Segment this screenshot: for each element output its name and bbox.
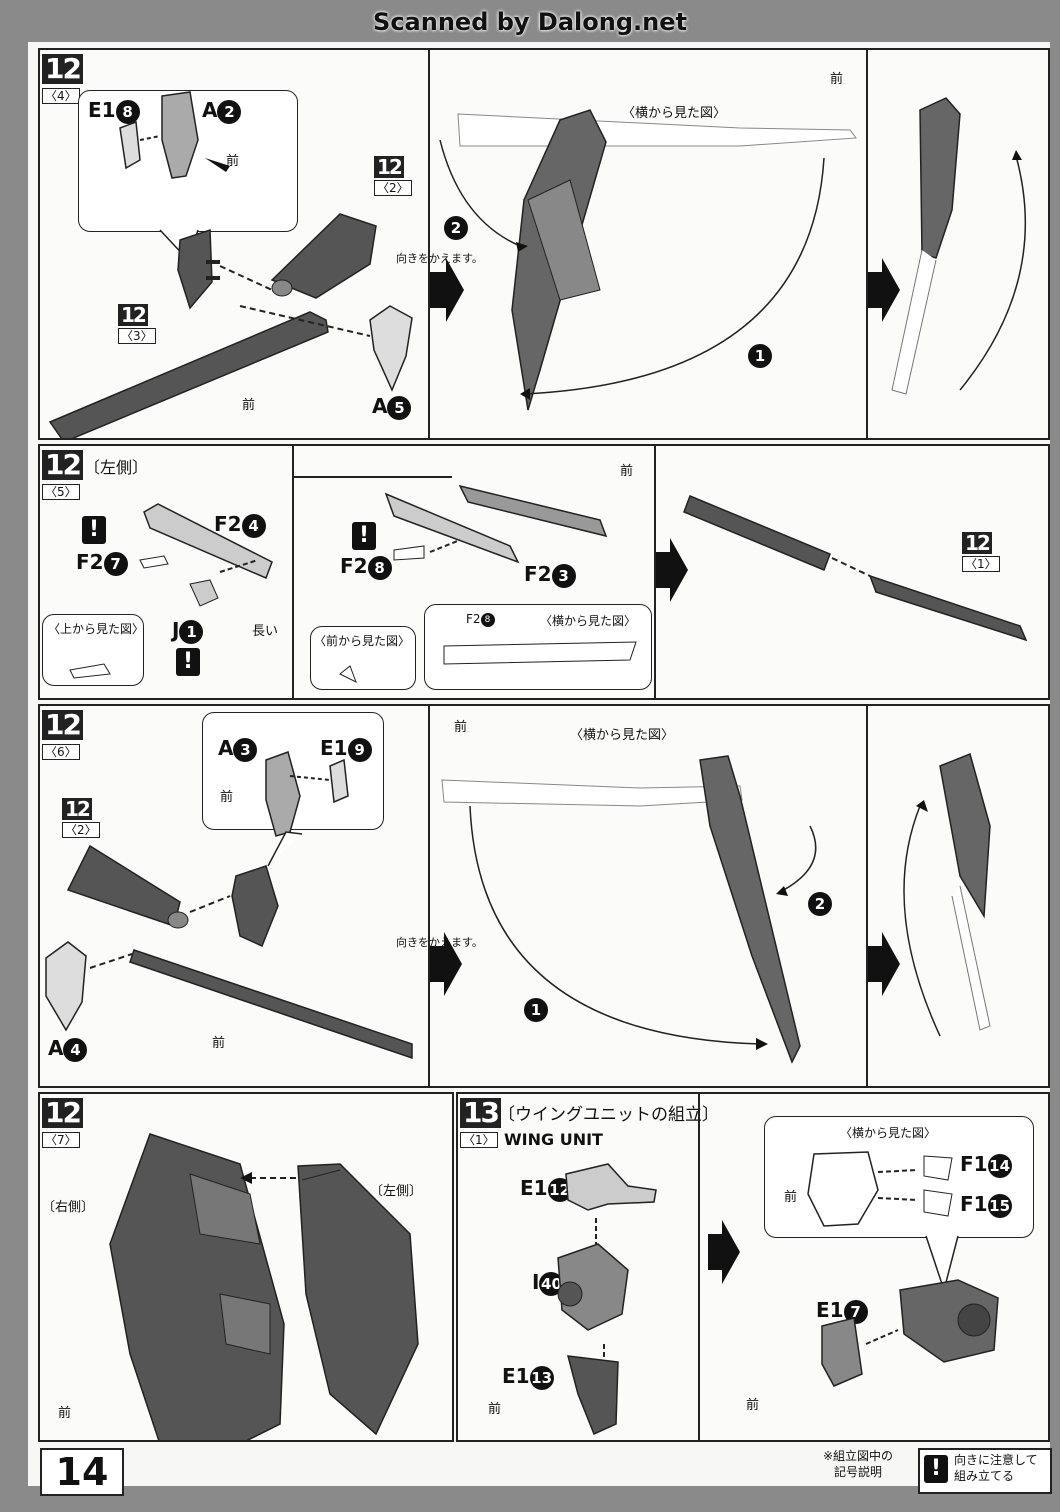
- step-sub: 〈5〉: [42, 484, 80, 500]
- front-label: 前: [620, 464, 634, 479]
- step-number: 12: [42, 710, 83, 740]
- divider: [428, 706, 430, 1086]
- divider: [866, 50, 868, 438]
- rotate-step-2: 2: [808, 890, 832, 916]
- step-12-7-illustration: [109, 1133, 419, 1440]
- front-view-label: 〈前から見た図〉: [314, 634, 411, 648]
- front-label: 前: [212, 1036, 226, 1051]
- step-title: 〔ウイングユニットの組立〕: [498, 1105, 719, 1125]
- warning-mark: !: [352, 522, 376, 550]
- front-label: 前: [454, 720, 468, 735]
- ref-step-12-2: 12: [62, 798, 92, 820]
- divider: [866, 706, 868, 1086]
- front-label: 前: [784, 1190, 798, 1205]
- right-side-label: 〔右側〕: [42, 1200, 95, 1215]
- legend-note: ※組立図中の 記号説明: [822, 1449, 894, 1479]
- step-13-1-illustration: [557, 1151, 999, 1436]
- front-label: 前: [830, 72, 844, 87]
- ref-step-12-3: 12: [118, 304, 148, 326]
- turn-around-note: 向きをかえます。: [396, 936, 483, 949]
- side-label: 〔左側〕: [84, 458, 149, 477]
- ref-step-12-2-sub: 〈2〉: [62, 822, 100, 838]
- step-subtitle: WING UNIT: [504, 1130, 603, 1149]
- step-number: 12: [42, 54, 83, 84]
- turn-around-note: 向きをかえます。: [396, 252, 483, 265]
- side-view-label: 〈横から見た図〉: [622, 106, 727, 121]
- step-12-4-illustration: [48, 91, 1027, 438]
- page-number: 14: [40, 1448, 124, 1496]
- ref-step-12-1-sub: 〈1〉: [962, 556, 1000, 572]
- step-number: 13: [460, 1098, 501, 1128]
- step-sub: 〈1〉: [460, 1132, 498, 1148]
- divider: [292, 446, 294, 698]
- divider: [428, 50, 430, 438]
- legend-warn-text: 向きに注意して 組み立てる: [954, 1453, 1038, 1483]
- front-label: 前: [488, 1402, 502, 1417]
- divider: [292, 476, 452, 478]
- ref-step-12-1: 12: [962, 532, 992, 554]
- warning-mark: !: [82, 516, 106, 544]
- rotate-step-2: 2: [444, 214, 468, 240]
- step-12-5-illustration: [69, 484, 1028, 684]
- top-view-label: 〈上から見た図〉: [48, 622, 145, 636]
- side-view-label: 〈横から見た図〉: [540, 614, 637, 628]
- long-note: 長い: [252, 624, 279, 639]
- front-label: 前: [226, 154, 240, 169]
- ref-step-12-3-sub: 〈3〉: [118, 328, 156, 344]
- step-sub: 〈6〉: [42, 744, 80, 760]
- side-view-label: 〈横から見た図〉: [840, 1126, 937, 1140]
- side-view-label: 〈横から見た図〉: [570, 728, 675, 743]
- left-side-label: 〔左側〕: [370, 1184, 423, 1199]
- step-12-7-panel: 12 〈7〉 〔右側〕 〔左側〕 前: [38, 1092, 454, 1442]
- step-number: 12: [42, 1098, 83, 1128]
- watermark: Scanned by Dalong.net: [373, 8, 687, 36]
- ref-step-12-2: 12: [374, 156, 404, 178]
- divider: [698, 1094, 700, 1440]
- step-sub: 〈7〉: [42, 1132, 80, 1148]
- front-label: 前: [58, 1406, 72, 1421]
- front-label: 前: [220, 790, 234, 805]
- divider: [654, 446, 656, 698]
- warning-mark: !: [924, 1455, 948, 1483]
- rotate-step-1: 1: [524, 996, 548, 1022]
- side-view-callout: [764, 1116, 1034, 1238]
- ref-step-12-2-sub: 〈2〉: [374, 180, 412, 196]
- rotate-step-1: 1: [748, 342, 772, 368]
- front-label: 前: [242, 398, 256, 413]
- warning-mark: !: [176, 648, 200, 676]
- front-label: 前: [746, 1398, 760, 1413]
- step-12-6-illustration: [45, 751, 991, 1064]
- step-number: 12: [42, 450, 83, 480]
- front-view-callout: [310, 626, 416, 690]
